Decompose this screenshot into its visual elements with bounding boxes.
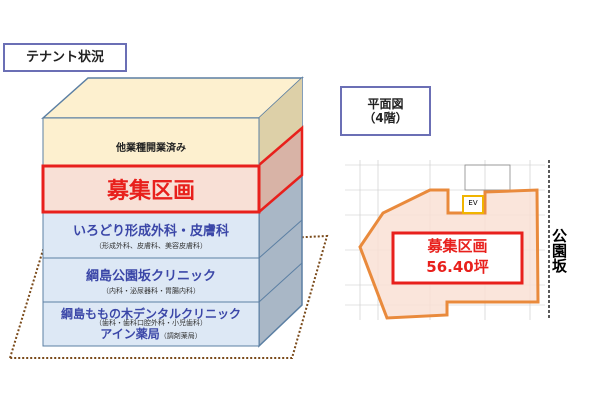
vacancy-label-box — [391, 231, 524, 285]
floor-plan-title: 平面図 （4階） — [340, 86, 431, 136]
floor-other-business: 他業種開業済み — [116, 143, 186, 154]
vacancy-title: 募集区画 — [427, 237, 488, 255]
vacancy-label: 募集区画 56.40坪 — [393, 236, 522, 278]
tenant-name: 綱島ももの木デンタルクリニック — [60, 306, 241, 321]
tenant-detail: （形成外科、皮膚科、美容皮膚科） — [95, 241, 207, 250]
plan-title-line1: 平面図 — [367, 96, 404, 111]
elevator — [462, 195, 484, 214]
street-name: 公園坂 — [550, 228, 568, 273]
tenant-status-title: テナント状況 — [3, 43, 127, 72]
tenant-name: 綱島公園坂クリニック — [85, 268, 216, 284]
tenant-detail-pharmacy: （調剤薬局） — [159, 331, 202, 340]
tenant-detail: （内科・泌尿器科・胃腸内科） — [102, 286, 200, 295]
ground-outline — [8, 234, 329, 359]
floor-dental-pharmacy: 綱島ももの木デンタルクリニック （歯科・歯科口腔外科・小児歯科） アイン薬局（調… — [43, 302, 259, 346]
tenant-name-pharmacy: アイン薬局 — [100, 326, 160, 341]
tenant-name: いろどり形成外科・皮膚科 — [72, 223, 229, 239]
tenant-detail: （歯科・歯科口腔外科・小児歯科） — [95, 319, 207, 328]
floor-vacancy: 募集区画 — [106, 179, 195, 204]
ev-label: EV — [468, 199, 478, 207]
plan-title-line2: （4階） — [363, 111, 408, 125]
floor-irodori: いろどり形成外科・皮膚科 （形成外科、皮膚科、美容皮膚科） — [43, 212, 259, 258]
stairwell — [464, 164, 511, 191]
vacancy-area-size: 56.40坪 — [426, 258, 489, 276]
side-beige — [259, 78, 302, 165]
floor-koenzaka-clinic: 綱島公園坂クリニック （内科・泌尿器科・胃腸内科） — [43, 258, 259, 302]
